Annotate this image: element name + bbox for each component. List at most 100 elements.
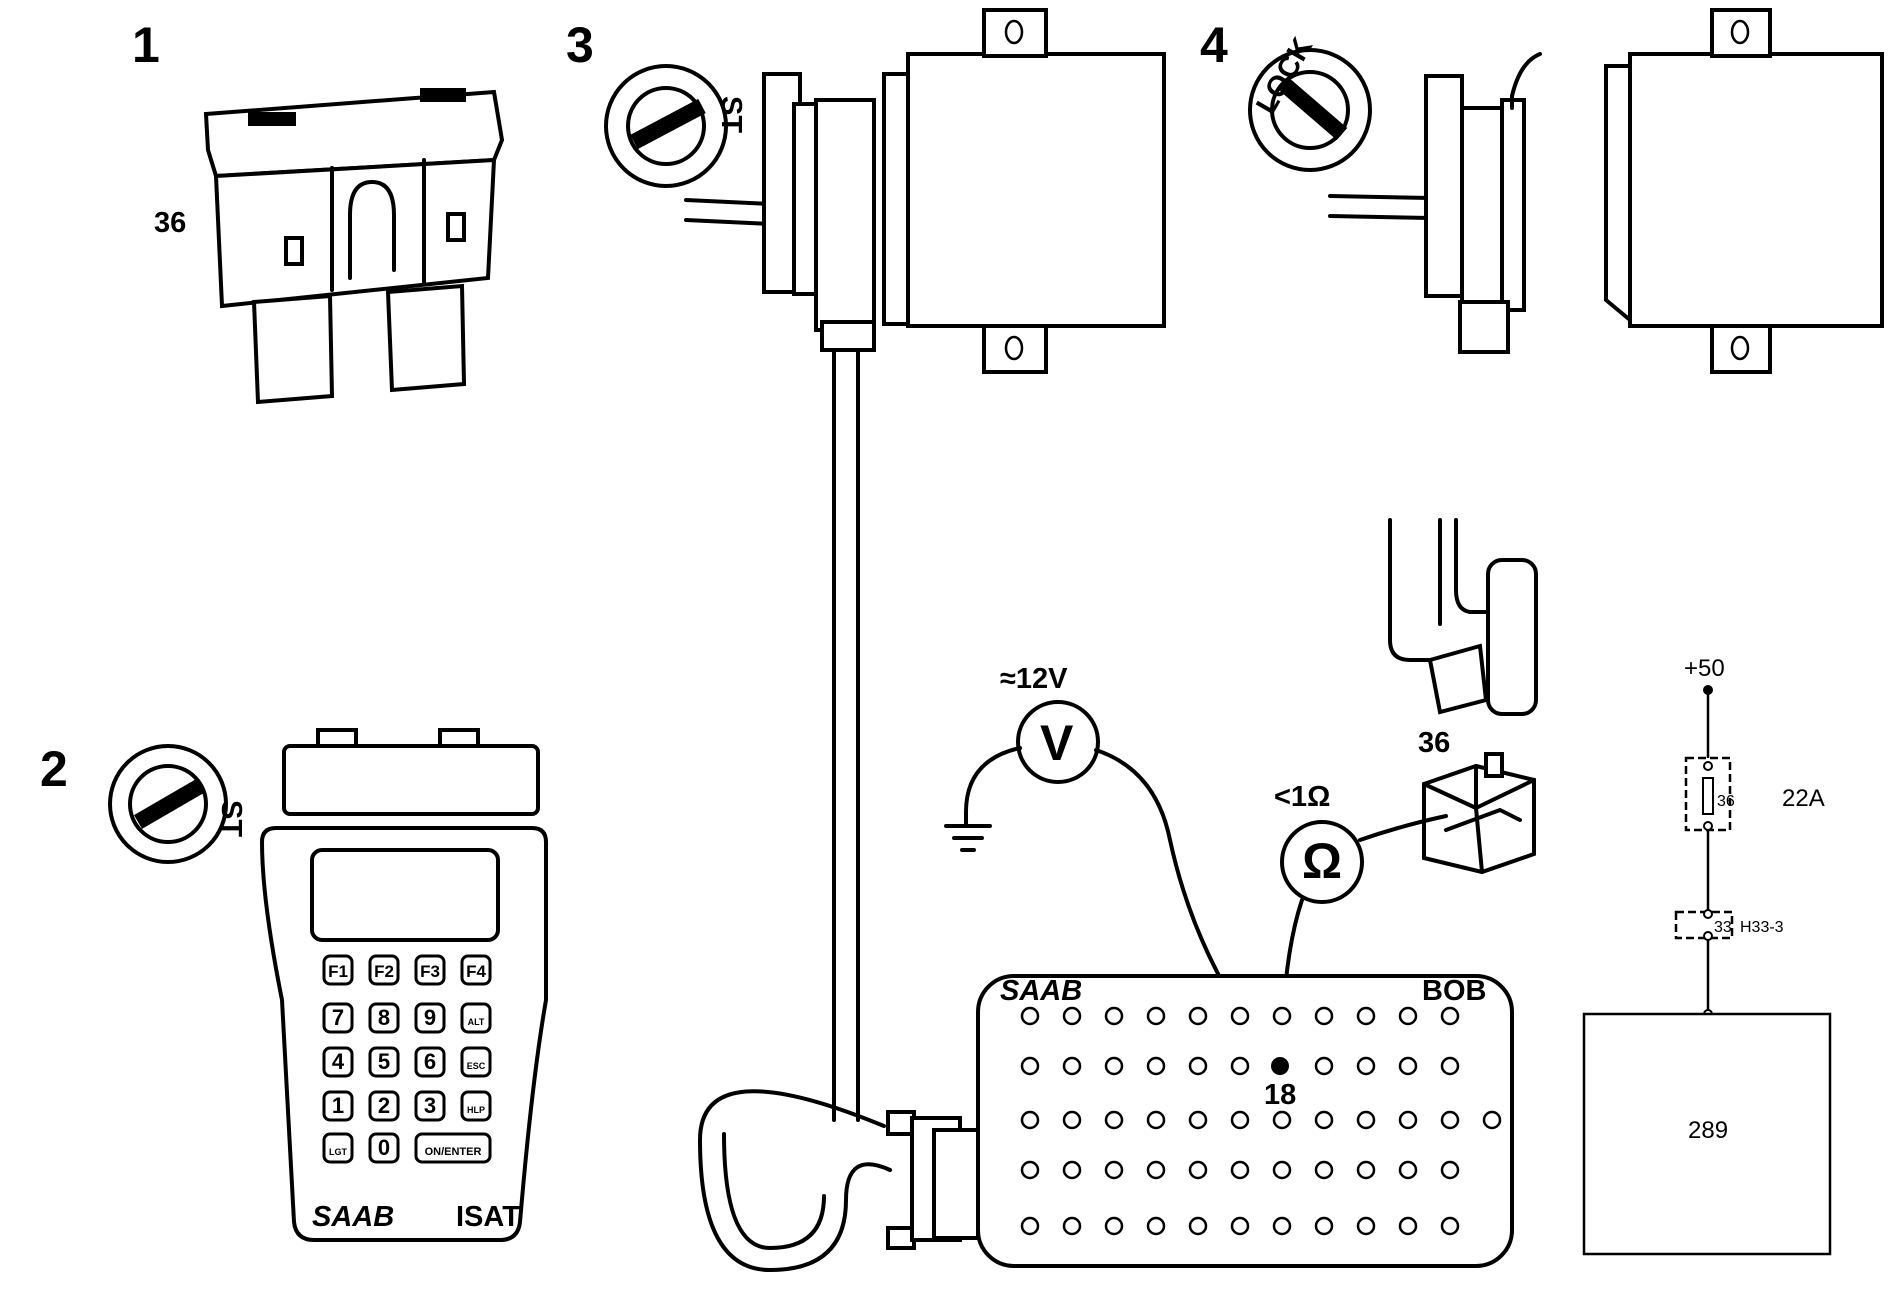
isat-key-label: 0 (378, 1135, 390, 1160)
isat-key-8[interactable]: 8 (368, 1002, 400, 1034)
ignition-switch-start-2: ST (108, 744, 247, 864)
bob-pin (1398, 1110, 1418, 1130)
isat-key-label: ON/ENTER (425, 1146, 482, 1158)
connector-label: H33-3 (1740, 919, 1784, 936)
cable-loop (698, 1089, 892, 1272)
isat-key-5[interactable]: 5 (368, 1046, 400, 1078)
bob-brand: SAAB (1000, 975, 1082, 1007)
schematic-control-unit (1582, 1012, 1832, 1256)
isat-key-label: ALT (468, 1017, 485, 1027)
bob-pin (1146, 1006, 1166, 1026)
bob-pin (1104, 1006, 1124, 1026)
isat-key-onenter[interactable]: ON/ENTER (414, 1132, 492, 1164)
bob-pin (1356, 1056, 1376, 1076)
ohmmeter-lead-fuse (1358, 814, 1448, 842)
isat-key-label: ESC (467, 1061, 486, 1071)
bob-pin (1020, 1160, 1040, 1180)
bob-pin (1230, 1056, 1250, 1076)
isat-key-label: F3 (420, 962, 440, 981)
bob-pin (1272, 1216, 1292, 1236)
bob-pin (1272, 1110, 1292, 1130)
control-unit-number: 289 (1688, 1117, 1728, 1144)
bob-pin (1188, 1056, 1208, 1076)
bob-pin (1104, 1056, 1124, 1076)
bob-pin (1146, 1056, 1166, 1076)
ground-symbol (944, 810, 992, 852)
isat-key-4[interactable]: 4 (322, 1046, 354, 1078)
isat-key-6[interactable]: 6 (414, 1046, 446, 1078)
bob-pin (1314, 1216, 1334, 1236)
isat-key-9[interactable]: 9 (414, 1002, 446, 1034)
schematic-connector-pin: 33 (1714, 919, 1732, 936)
bob-pin (1230, 1006, 1250, 1026)
bob-pin (1020, 1056, 1040, 1076)
isat-key-alt[interactable]: ALT (460, 1002, 492, 1034)
bob-pin (1314, 1160, 1334, 1180)
isat-key-hlp[interactable]: HLP (460, 1090, 492, 1122)
step-4-label: 4 (1200, 17, 1228, 73)
ohmmeter: Ω (1280, 820, 1364, 904)
bob-connector-assembly (886, 1110, 980, 1250)
supply-label: +50 (1684, 655, 1725, 682)
ohmmeter-symbol: Ω (1302, 833, 1342, 889)
isat-key-label: F4 (466, 962, 486, 981)
fuse-box-detail (1388, 518, 1538, 716)
bob-pin (1314, 1110, 1334, 1130)
wiring-schematic: +50 36 22A 33 H33-3 18 289 (1582, 655, 1832, 1256)
isat-key-label: 8 (378, 1005, 390, 1030)
schematic-fuse-number: 36 (1717, 793, 1735, 810)
bob-pin (1062, 1006, 1082, 1026)
isat-key-1[interactable]: 1 (322, 1090, 354, 1122)
isat-key-label: LGT (329, 1147, 347, 1157)
bob-pin (1398, 1056, 1418, 1076)
bob-pin (1020, 1110, 1040, 1130)
control-unit-3 (684, 8, 1166, 374)
isat-key-0[interactable]: 0 (368, 1132, 400, 1164)
isat-key-7[interactable]: 7 (322, 1002, 354, 1034)
bob-pin (1440, 1110, 1460, 1130)
bob-pin (1440, 1056, 1460, 1076)
bob-pin (1272, 1160, 1292, 1180)
fuse: 36 (154, 88, 505, 405)
isat-key-f1[interactable]: F1 (322, 954, 354, 986)
isat-key-f3[interactable]: F3 (414, 954, 446, 986)
bob-pin (1062, 1056, 1082, 1076)
bob-pin (1230, 1216, 1250, 1236)
bob-pin (1398, 1160, 1418, 1180)
bob-pin (1398, 1006, 1418, 1026)
fuse-rating-label: 22A (1782, 785, 1825, 812)
bob-pin (1188, 1110, 1208, 1130)
bob-pin (1398, 1216, 1418, 1236)
bob-pin (1146, 1216, 1166, 1236)
bob-pin (1356, 1160, 1376, 1180)
isat-key-esc[interactable]: ESC (460, 1046, 492, 1078)
isat-brand: SAAB (312, 1201, 394, 1233)
isat-key-2[interactable]: 2 (368, 1090, 400, 1122)
isat-key-label: 1 (332, 1093, 344, 1118)
isat-key-f2[interactable]: F2 (368, 954, 400, 986)
isat-key-3[interactable]: 3 (414, 1090, 446, 1122)
fuse-slot-right (420, 88, 466, 102)
bob-pin (1272, 1006, 1292, 1026)
bob-pin (1062, 1216, 1082, 1236)
fuse-number: 36 (154, 207, 186, 239)
voltmeter-symbol: V (1040, 715, 1074, 771)
bob-pin (1146, 1160, 1166, 1180)
bob-pin (1230, 1110, 1250, 1130)
bob-pin (1104, 1216, 1124, 1236)
bob-pin (1104, 1160, 1124, 1180)
isat-key-lgt[interactable]: LGT (322, 1132, 354, 1164)
bob-pin (1440, 1160, 1460, 1180)
bob-pin (1356, 1216, 1376, 1236)
bob-pin (1314, 1056, 1334, 1076)
step-1-label: 1 (132, 17, 160, 73)
bob-pin (1188, 1216, 1208, 1236)
isat-model: ISAT (456, 1201, 520, 1233)
bob-pin (1020, 1006, 1040, 1026)
isat-key-f4[interactable]: F4 (460, 954, 492, 986)
isat-display (310, 848, 500, 942)
bob-pin-grid (1020, 1006, 1502, 1236)
